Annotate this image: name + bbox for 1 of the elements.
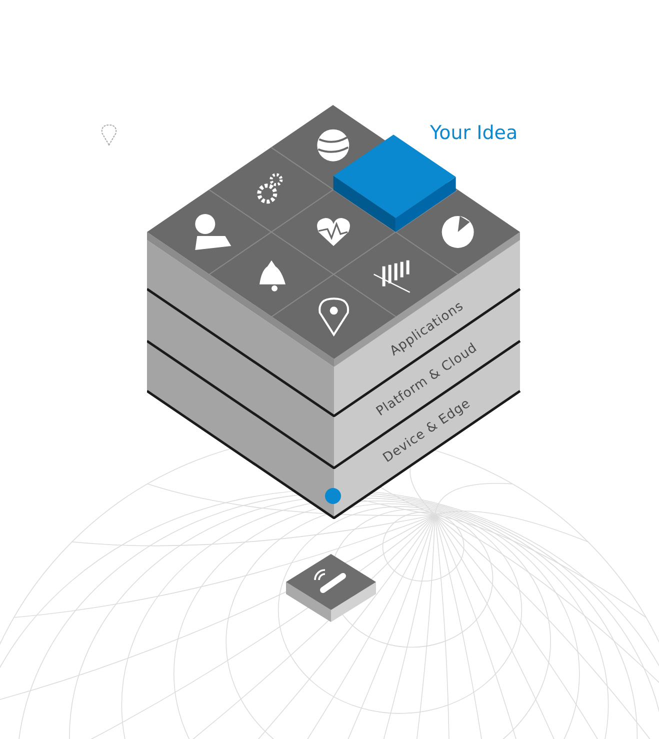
callout-label: Your Idea bbox=[430, 122, 518, 144]
